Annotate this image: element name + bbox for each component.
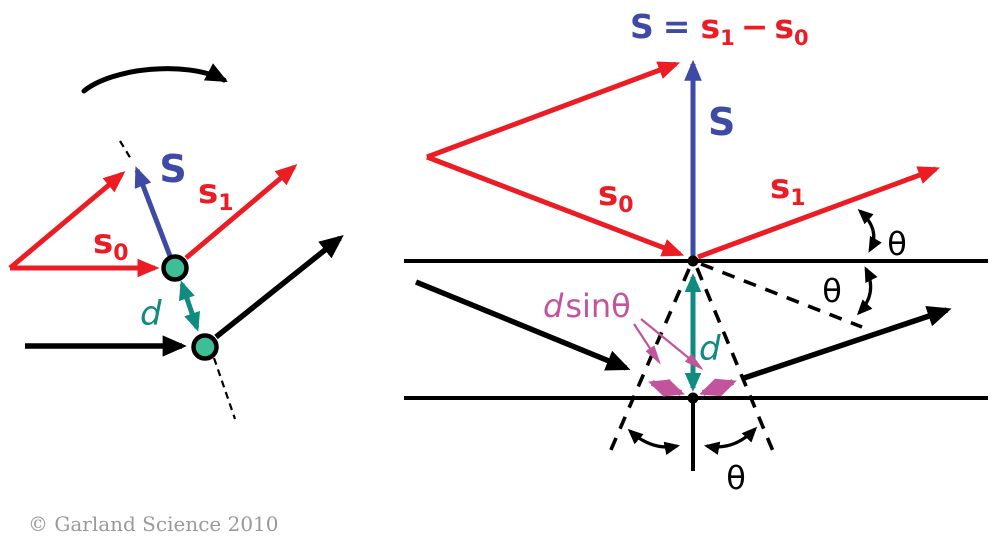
label-theta-bottom: θ bbox=[726, 459, 746, 497]
left-plane-dash-upper bbox=[119, 140, 132, 160]
right-label-d: d bbox=[699, 329, 721, 369]
copyright-notice: © Garland Science 2010 bbox=[28, 512, 279, 536]
path-difference-right-arrow bbox=[699, 378, 737, 397]
perpendicular-dash-right bbox=[695, 267, 777, 457]
beam-extension-dash bbox=[700, 262, 863, 329]
left-vector-S bbox=[134, 166, 173, 257]
right-vector-s1-translated bbox=[426, 61, 681, 160]
label-d-sin-theta: dsinθ bbox=[543, 287, 631, 325]
dsin-pointer-arrow-2 bbox=[640, 318, 704, 371]
right-label-s0: s0 bbox=[598, 174, 634, 218]
left-label-s0: s0 bbox=[93, 222, 129, 266]
label-theta-below: θ bbox=[822, 272, 842, 310]
scatter-point-top bbox=[687, 255, 699, 267]
left-d-spacing-arrow bbox=[178, 280, 201, 332]
left-plane-dash-lower bbox=[212, 357, 237, 420]
theta-arc-above-plane bbox=[857, 208, 882, 253]
right-vector-s0 bbox=[426, 154, 685, 257]
left-scattered-beam bbox=[214, 234, 344, 340]
rotation-arrow bbox=[81, 63, 228, 94]
atom-1 bbox=[161, 254, 189, 282]
right-label-S: S bbox=[708, 100, 735, 144]
left-vector-s1 bbox=[184, 164, 298, 260]
right-label-s1: s1 bbox=[770, 167, 806, 211]
theta-arc-below-plane bbox=[856, 266, 878, 316]
right-vector-s1 bbox=[697, 166, 941, 260]
left-label-d: d bbox=[140, 294, 162, 334]
reflected-beam bbox=[743, 306, 952, 381]
right-diagram: S=s1−s0 S s bbox=[404, 7, 988, 497]
atom-2 bbox=[191, 333, 219, 361]
equation-title: S=s1−s0 bbox=[630, 7, 809, 50]
label-theta-above: θ bbox=[887, 225, 907, 263]
theta-arc-bottom-right bbox=[703, 426, 758, 455]
scatter-point-bottom bbox=[687, 392, 699, 404]
theta-arc-bottom-left bbox=[627, 428, 681, 456]
left-diagram: S s1 s0 d bbox=[8, 63, 344, 420]
left-label-s1: s1 bbox=[198, 172, 234, 216]
dsin-pointer-arrow-1 bbox=[633, 323, 661, 365]
path-difference-left-arrow bbox=[648, 378, 685, 398]
left-vector-s1-translated bbox=[8, 171, 126, 270]
left-label-S: S bbox=[159, 147, 186, 191]
incident-beam bbox=[414, 279, 631, 371]
